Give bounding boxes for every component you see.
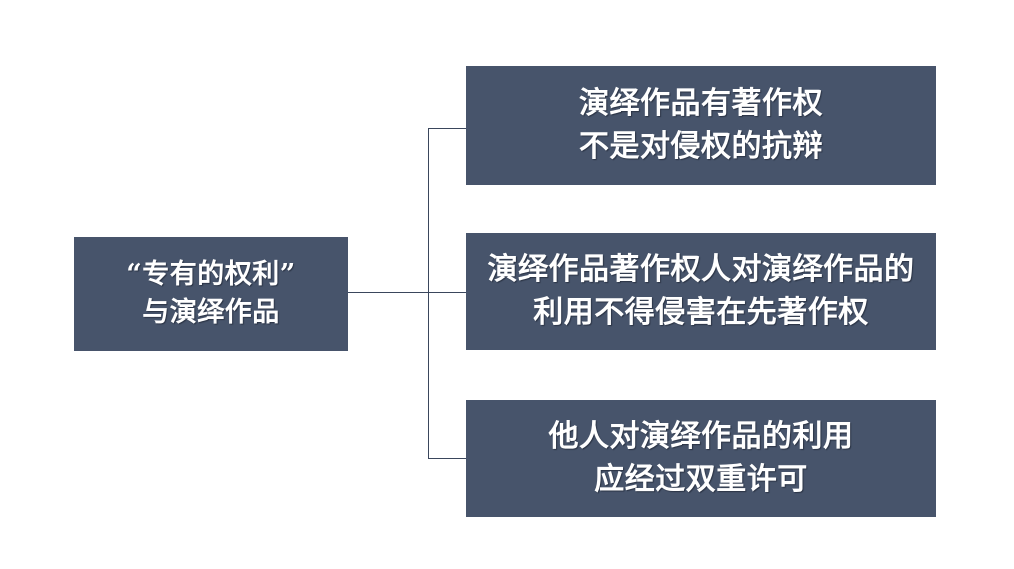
connector-root-stub <box>348 292 428 293</box>
node-child-must-not-infringe-prior-copyright[interactable]: 演绎作品著作权人对演绎作品的 利用不得侵害在先著作权 <box>466 233 936 350</box>
node-child-derivative-work-copyright[interactable]: 演绎作品有著作权 不是对侵权的抗辩 <box>466 66 936 185</box>
node-root-label: “专有的权利” 与演绎作品 <box>126 258 296 328</box>
node-child-2-label: 他人对演绎作品的利用 应经过双重许可 <box>548 418 854 497</box>
connector-branch-1 <box>428 292 466 293</box>
connector-branch-2 <box>428 458 466 459</box>
connector-trunk <box>428 128 429 459</box>
connector-branch-0 <box>428 128 466 129</box>
node-child-1-label: 演绎作品著作权人对演绎作品的 利用不得侵害在先著作权 <box>487 251 915 330</box>
node-child-dual-license-required[interactable]: 他人对演绎作品的利用 应经过双重许可 <box>466 400 936 517</box>
node-child-0-label: 演绎作品有著作权 不是对侵权的抗辩 <box>579 85 823 164</box>
node-root[interactable]: “专有的权利” 与演绎作品 <box>74 237 348 351</box>
